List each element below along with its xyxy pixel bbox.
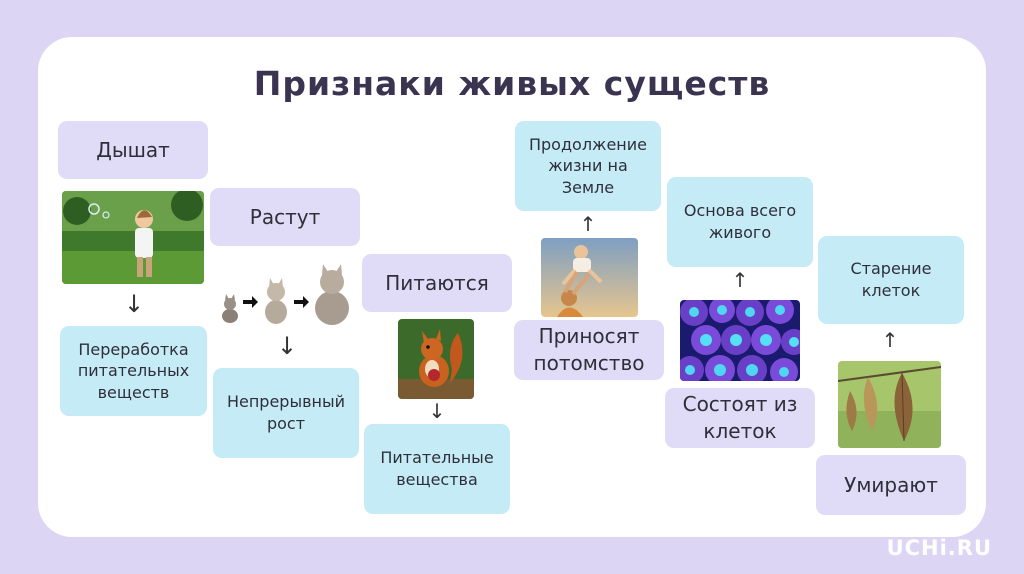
page-title: Признаки живых существ bbox=[253, 64, 771, 103]
dry-leaves-image bbox=[838, 361, 941, 448]
kitten-growth-image bbox=[218, 262, 356, 326]
squirrel-image bbox=[398, 319, 474, 399]
label-continuation-of-life: Продолжение жизни на Земле bbox=[515, 121, 661, 211]
label-die: Умирают bbox=[816, 455, 966, 515]
arrow-down-3: ↓ bbox=[428, 399, 446, 423]
parent-child-image bbox=[541, 238, 638, 317]
arrow-down-2: ↓ bbox=[277, 332, 298, 360]
uchi-logo: UCHi.RU bbox=[886, 536, 992, 560]
label-grow: Растут bbox=[210, 188, 360, 246]
label-basis-of-life: Основа всего живого bbox=[667, 177, 813, 267]
arrow-down-1: ↓ bbox=[124, 290, 145, 318]
cells-image bbox=[680, 300, 800, 381]
label-eat: Питаются bbox=[362, 254, 512, 312]
label-nutrient-processing: Переработка питательных веществ bbox=[60, 326, 207, 416]
arrow-up-6: ↑ bbox=[881, 328, 899, 352]
label-cell-aging: Старение клеток bbox=[818, 236, 964, 324]
label-nutrients: Питательные вещества bbox=[364, 424, 510, 514]
label-continuous-growth: Непрерывный рост bbox=[213, 368, 359, 458]
label-reproduce: Приносят потомство bbox=[514, 320, 664, 380]
child-bubbles-image bbox=[62, 191, 204, 284]
label-consist-of-cells: Состоят из клеток bbox=[665, 388, 815, 448]
label-breathe: Дышат bbox=[58, 121, 208, 179]
arrow-up-4: ↑ bbox=[579, 212, 597, 236]
arrow-up-5: ↑ bbox=[731, 268, 749, 292]
